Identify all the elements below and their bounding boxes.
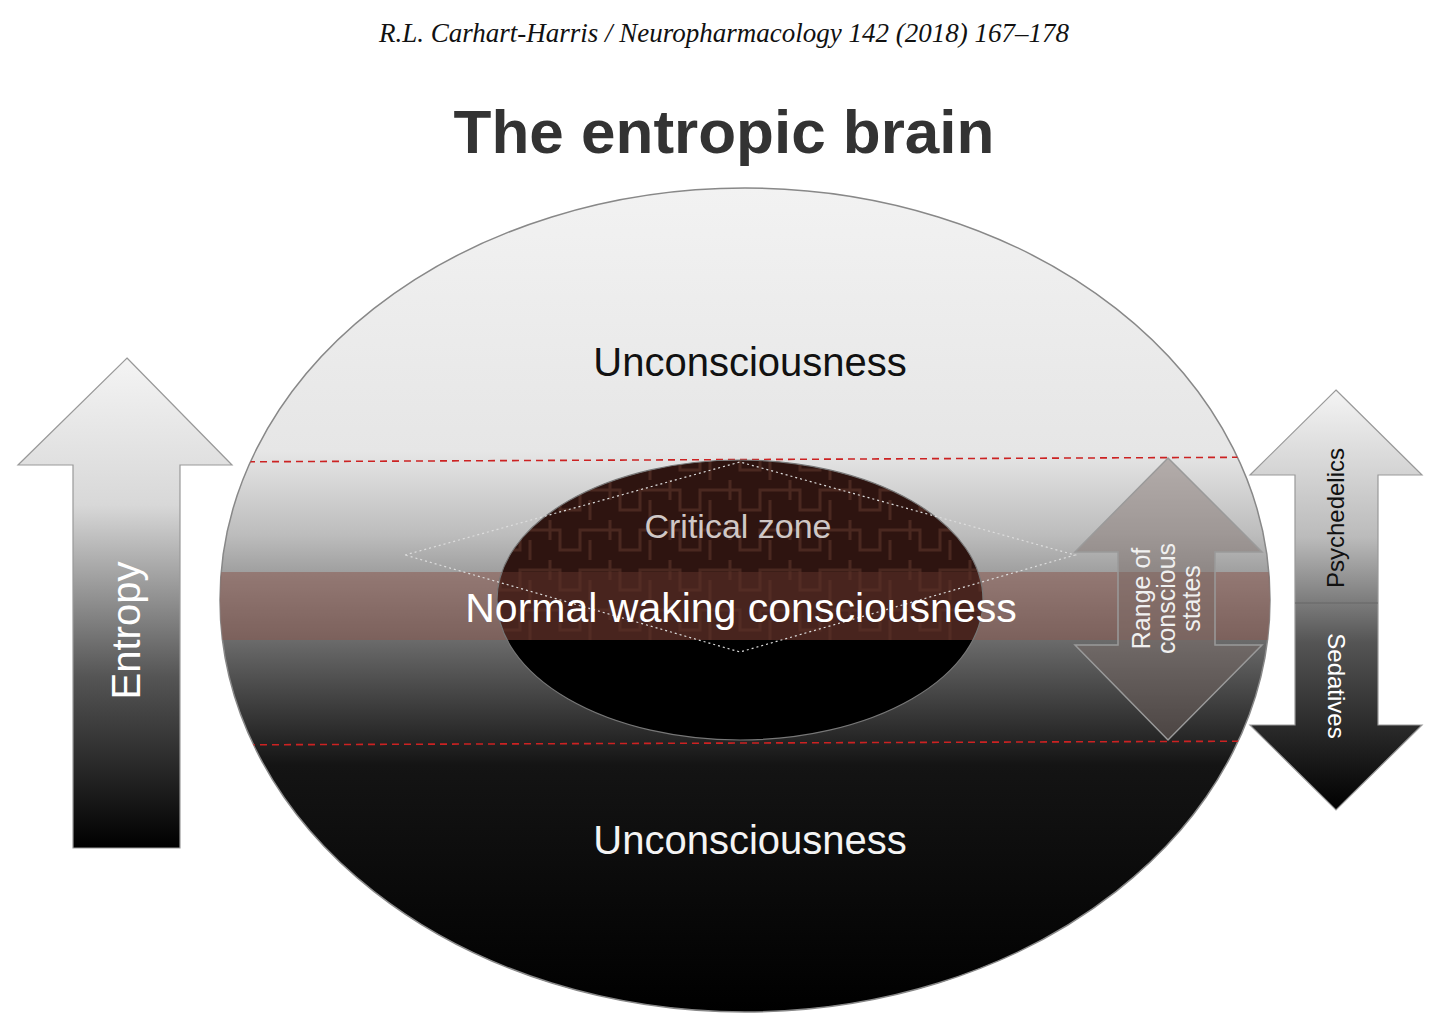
range-label: Range of conscious states [1129, 534, 1204, 662]
unconscious-label: Unconsciousness [593, 818, 907, 863]
citation-header: R.L. Carhart-Harris / Neuropharmacology … [0, 18, 1448, 49]
drug-arrow: PsychedelicsSedatives [1250, 390, 1422, 810]
zone-label: Critical zone [644, 507, 831, 546]
diagram-title: The entropic brain [0, 96, 1448, 167]
drug-label: Sedatives [1322, 633, 1350, 738]
outer-ellipse: Critical zoneNormal waking consciousness… [220, 188, 1270, 1012]
range-arrow: Range of conscious states [1075, 458, 1262, 740]
axis-label: Entropy [104, 561, 149, 699]
entropy-arrow: Entropy [18, 358, 232, 848]
drug-label: Psychedelics [1322, 448, 1350, 588]
state-label: Normal waking consciousness [465, 585, 1016, 632]
waking-band: Normal waking consciousness [222, 572, 1268, 640]
unconscious-label: Unconsciousness [593, 340, 907, 385]
